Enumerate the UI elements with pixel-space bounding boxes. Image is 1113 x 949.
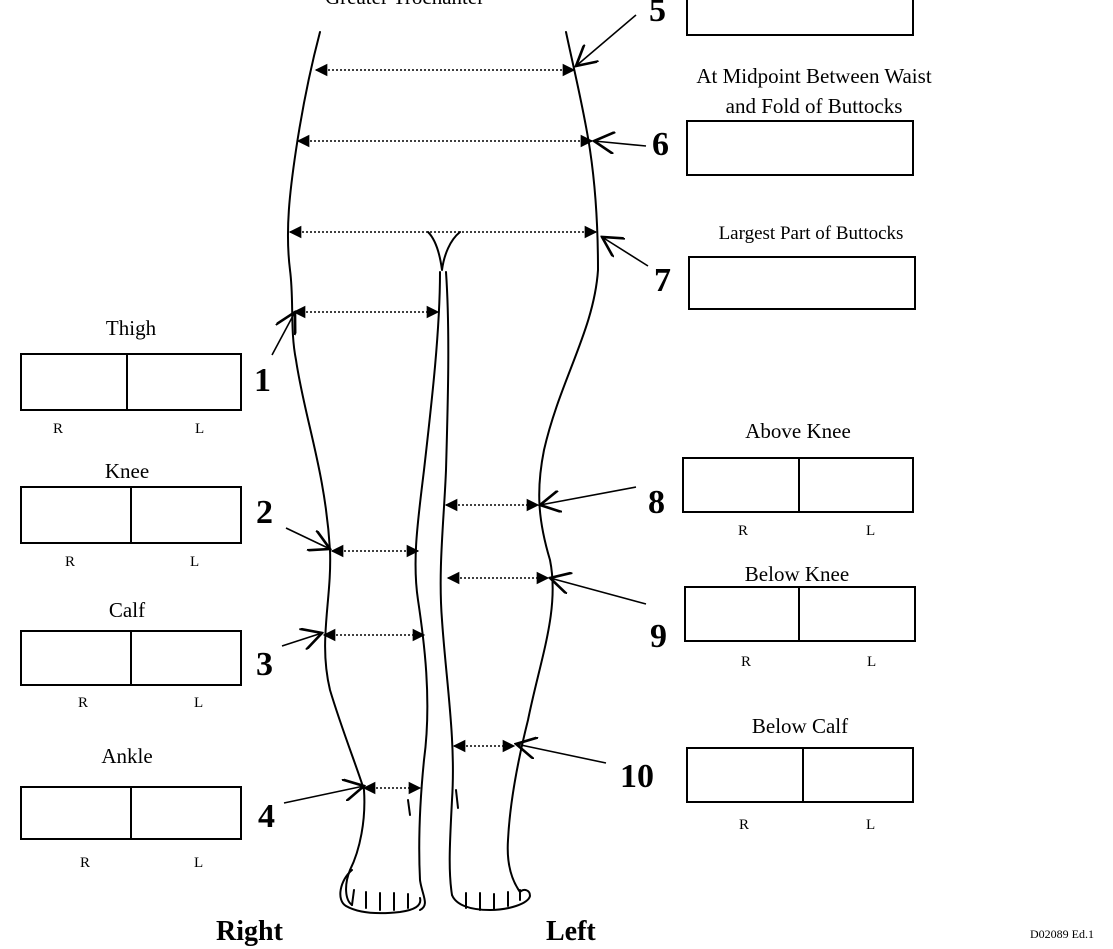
measurement-number-7: 7 — [654, 264, 671, 298]
measurement-number-1: 1 — [254, 364, 271, 398]
measurement-number-9: 9 — [650, 620, 667, 654]
below-knee-r-label: R — [741, 655, 751, 670]
ankle-label: Ankle — [101, 746, 152, 767]
below-knee-box[interactable] — [684, 586, 916, 642]
left-leg-outline — [508, 32, 598, 892]
thigh-divider — [126, 355, 128, 409]
ankle-r-label: R — [80, 856, 90, 871]
left-side-label: Left — [546, 918, 596, 946]
document-code: D02089 Ed.1 — [1030, 928, 1094, 940]
above-knee-r-label: R — [738, 524, 748, 539]
thigh-r-label: R — [53, 422, 63, 437]
below-knee-l-label: L — [867, 655, 876, 670]
ankle-box[interactable] — [20, 786, 242, 840]
measurement-number-8: 8 — [648, 486, 665, 520]
above-knee-l-label: L — [866, 524, 875, 539]
measurement-6-label-line2: and Fold of Buttocks — [726, 96, 903, 117]
measurement-number-2: 2 — [256, 496, 273, 530]
knee-divider — [130, 488, 132, 542]
calf-divider — [130, 632, 132, 684]
knee-l-label: L — [190, 555, 199, 570]
above-knee-label: Above Knee — [745, 421, 851, 442]
below-calf-box[interactable] — [686, 747, 914, 803]
below-calf-l-label: L — [866, 818, 875, 833]
above-knee-divider — [798, 459, 800, 511]
right-leg-inner — [416, 272, 440, 910]
knee-box[interactable] — [20, 486, 242, 544]
ankle-divider — [130, 788, 132, 838]
crotch — [428, 232, 460, 270]
measurement-5-box[interactable] — [686, 0, 914, 36]
below-calf-divider — [802, 749, 804, 801]
measurement-6-label-line1: At Midpoint Between Waist — [696, 66, 931, 87]
measurement-number-3: 3 — [256, 648, 273, 682]
left-leg-inner — [441, 272, 453, 895]
top-label: Greater Trochanter — [325, 0, 484, 8]
measurement-number-6: 6 — [652, 128, 669, 162]
knee-r-label: R — [65, 555, 75, 570]
below-calf-r-label: R — [739, 818, 749, 833]
measurement-number-4: 4 — [258, 800, 275, 834]
calf-box[interactable] — [20, 630, 242, 686]
above-knee-box[interactable] — [682, 457, 914, 513]
right-side-label: Right — [216, 918, 283, 946]
left-foot — [452, 890, 530, 910]
below-knee-label: Below Knee — [745, 564, 849, 585]
thigh-label: Thigh — [106, 318, 156, 339]
thigh-l-label: L — [195, 422, 204, 437]
measurement-number-5: 5 — [649, 0, 666, 28]
below-knee-divider — [798, 588, 800, 640]
measurement-7-label: Largest Part of Buttocks — [719, 224, 904, 243]
calf-label: Calf — [109, 600, 145, 621]
right-leg-outline — [288, 32, 364, 905]
below-calf-label: Below Calf — [752, 716, 848, 737]
measurement-number-10: 10 — [620, 760, 654, 794]
thigh-box[interactable] — [20, 353, 242, 411]
ankle-l-label: L — [194, 856, 203, 871]
calf-r-label: R — [78, 696, 88, 711]
measurement-6-box[interactable] — [686, 120, 914, 176]
measurement-7-box[interactable] — [688, 256, 916, 310]
knee-label: Knee — [105, 461, 149, 482]
calf-l-label: L — [194, 696, 203, 711]
